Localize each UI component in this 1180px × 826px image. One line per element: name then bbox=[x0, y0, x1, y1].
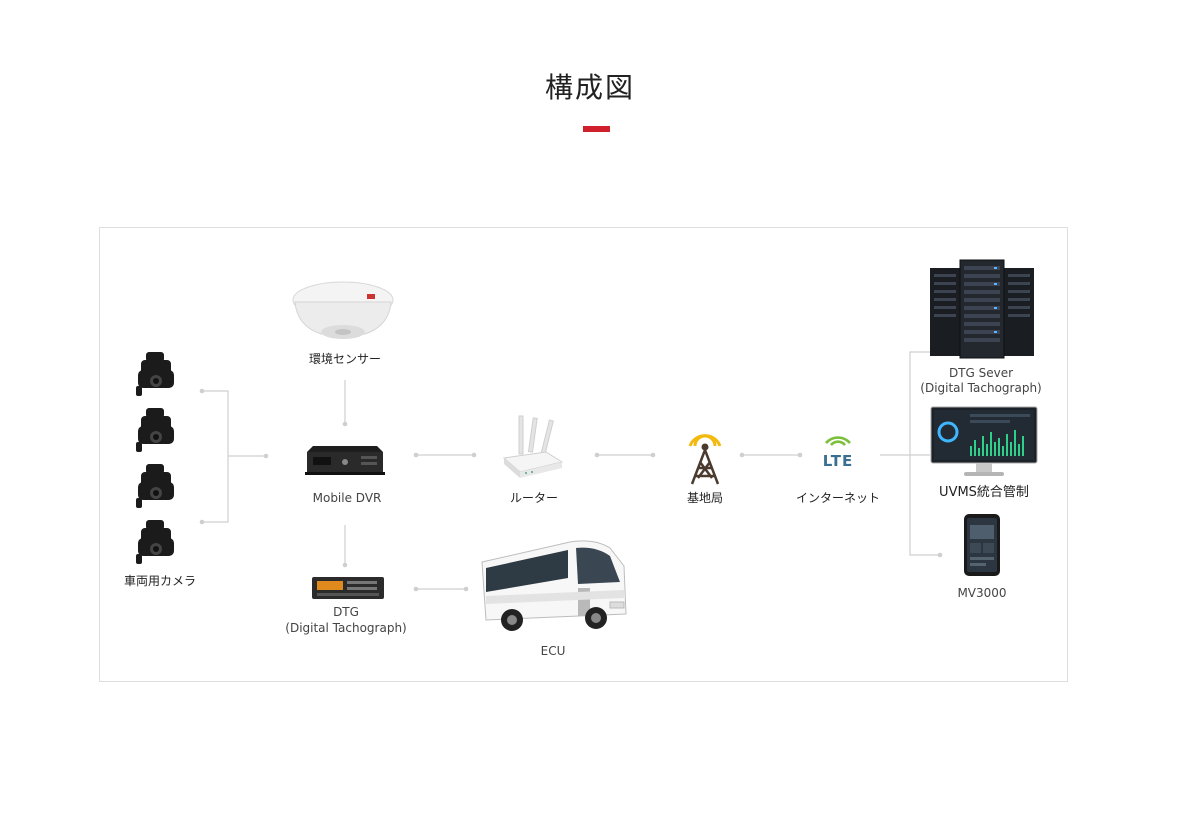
smartphone-icon bbox=[964, 514, 1000, 576]
wire-hub-bracket bbox=[909, 351, 940, 556]
diagram-frame bbox=[99, 227, 1068, 682]
camera-label: 車両用カメラ bbox=[123, 574, 197, 588]
title-accent-bar bbox=[583, 126, 610, 132]
router-label: ルーター bbox=[509, 491, 559, 505]
dtg-sublabel: (Digital Tachograph) bbox=[285, 621, 407, 635]
environment-sensor-icon bbox=[292, 281, 394, 339]
uvms-label: UVMS統合管制 bbox=[939, 485, 1029, 500]
dvr-label: Mobile DVR bbox=[312, 491, 382, 505]
bus-icon bbox=[481, 540, 627, 631]
mobile-dvr-icon bbox=[305, 446, 385, 475]
lte-icon bbox=[825, 436, 851, 446]
internet-label: インターネット bbox=[795, 491, 881, 505]
dtg-label: DTG bbox=[333, 605, 359, 619]
page-title: 構成図 bbox=[544, 71, 635, 104]
ecu-label: ECU bbox=[540, 644, 566, 658]
wire-cameras-bracket bbox=[202, 390, 229, 523]
vehicle-camera-icon bbox=[136, 352, 174, 564]
cell-tower-icon bbox=[688, 434, 722, 485]
router-icon bbox=[502, 415, 564, 478]
lte-icon-text: LTE bbox=[822, 452, 854, 470]
server-label: DTG Sever bbox=[948, 366, 1014, 380]
tachograph-icon bbox=[312, 577, 384, 599]
mv3000-label: MV3000 bbox=[957, 586, 1007, 600]
server-rack-icon bbox=[930, 259, 1034, 359]
env-sensor-label: 環境センサー bbox=[308, 352, 382, 366]
monitor-icon bbox=[930, 406, 1038, 476]
base-station-label: 基地局 bbox=[686, 491, 724, 505]
server-sublabel: (Digital Tachograph) bbox=[920, 381, 1042, 395]
